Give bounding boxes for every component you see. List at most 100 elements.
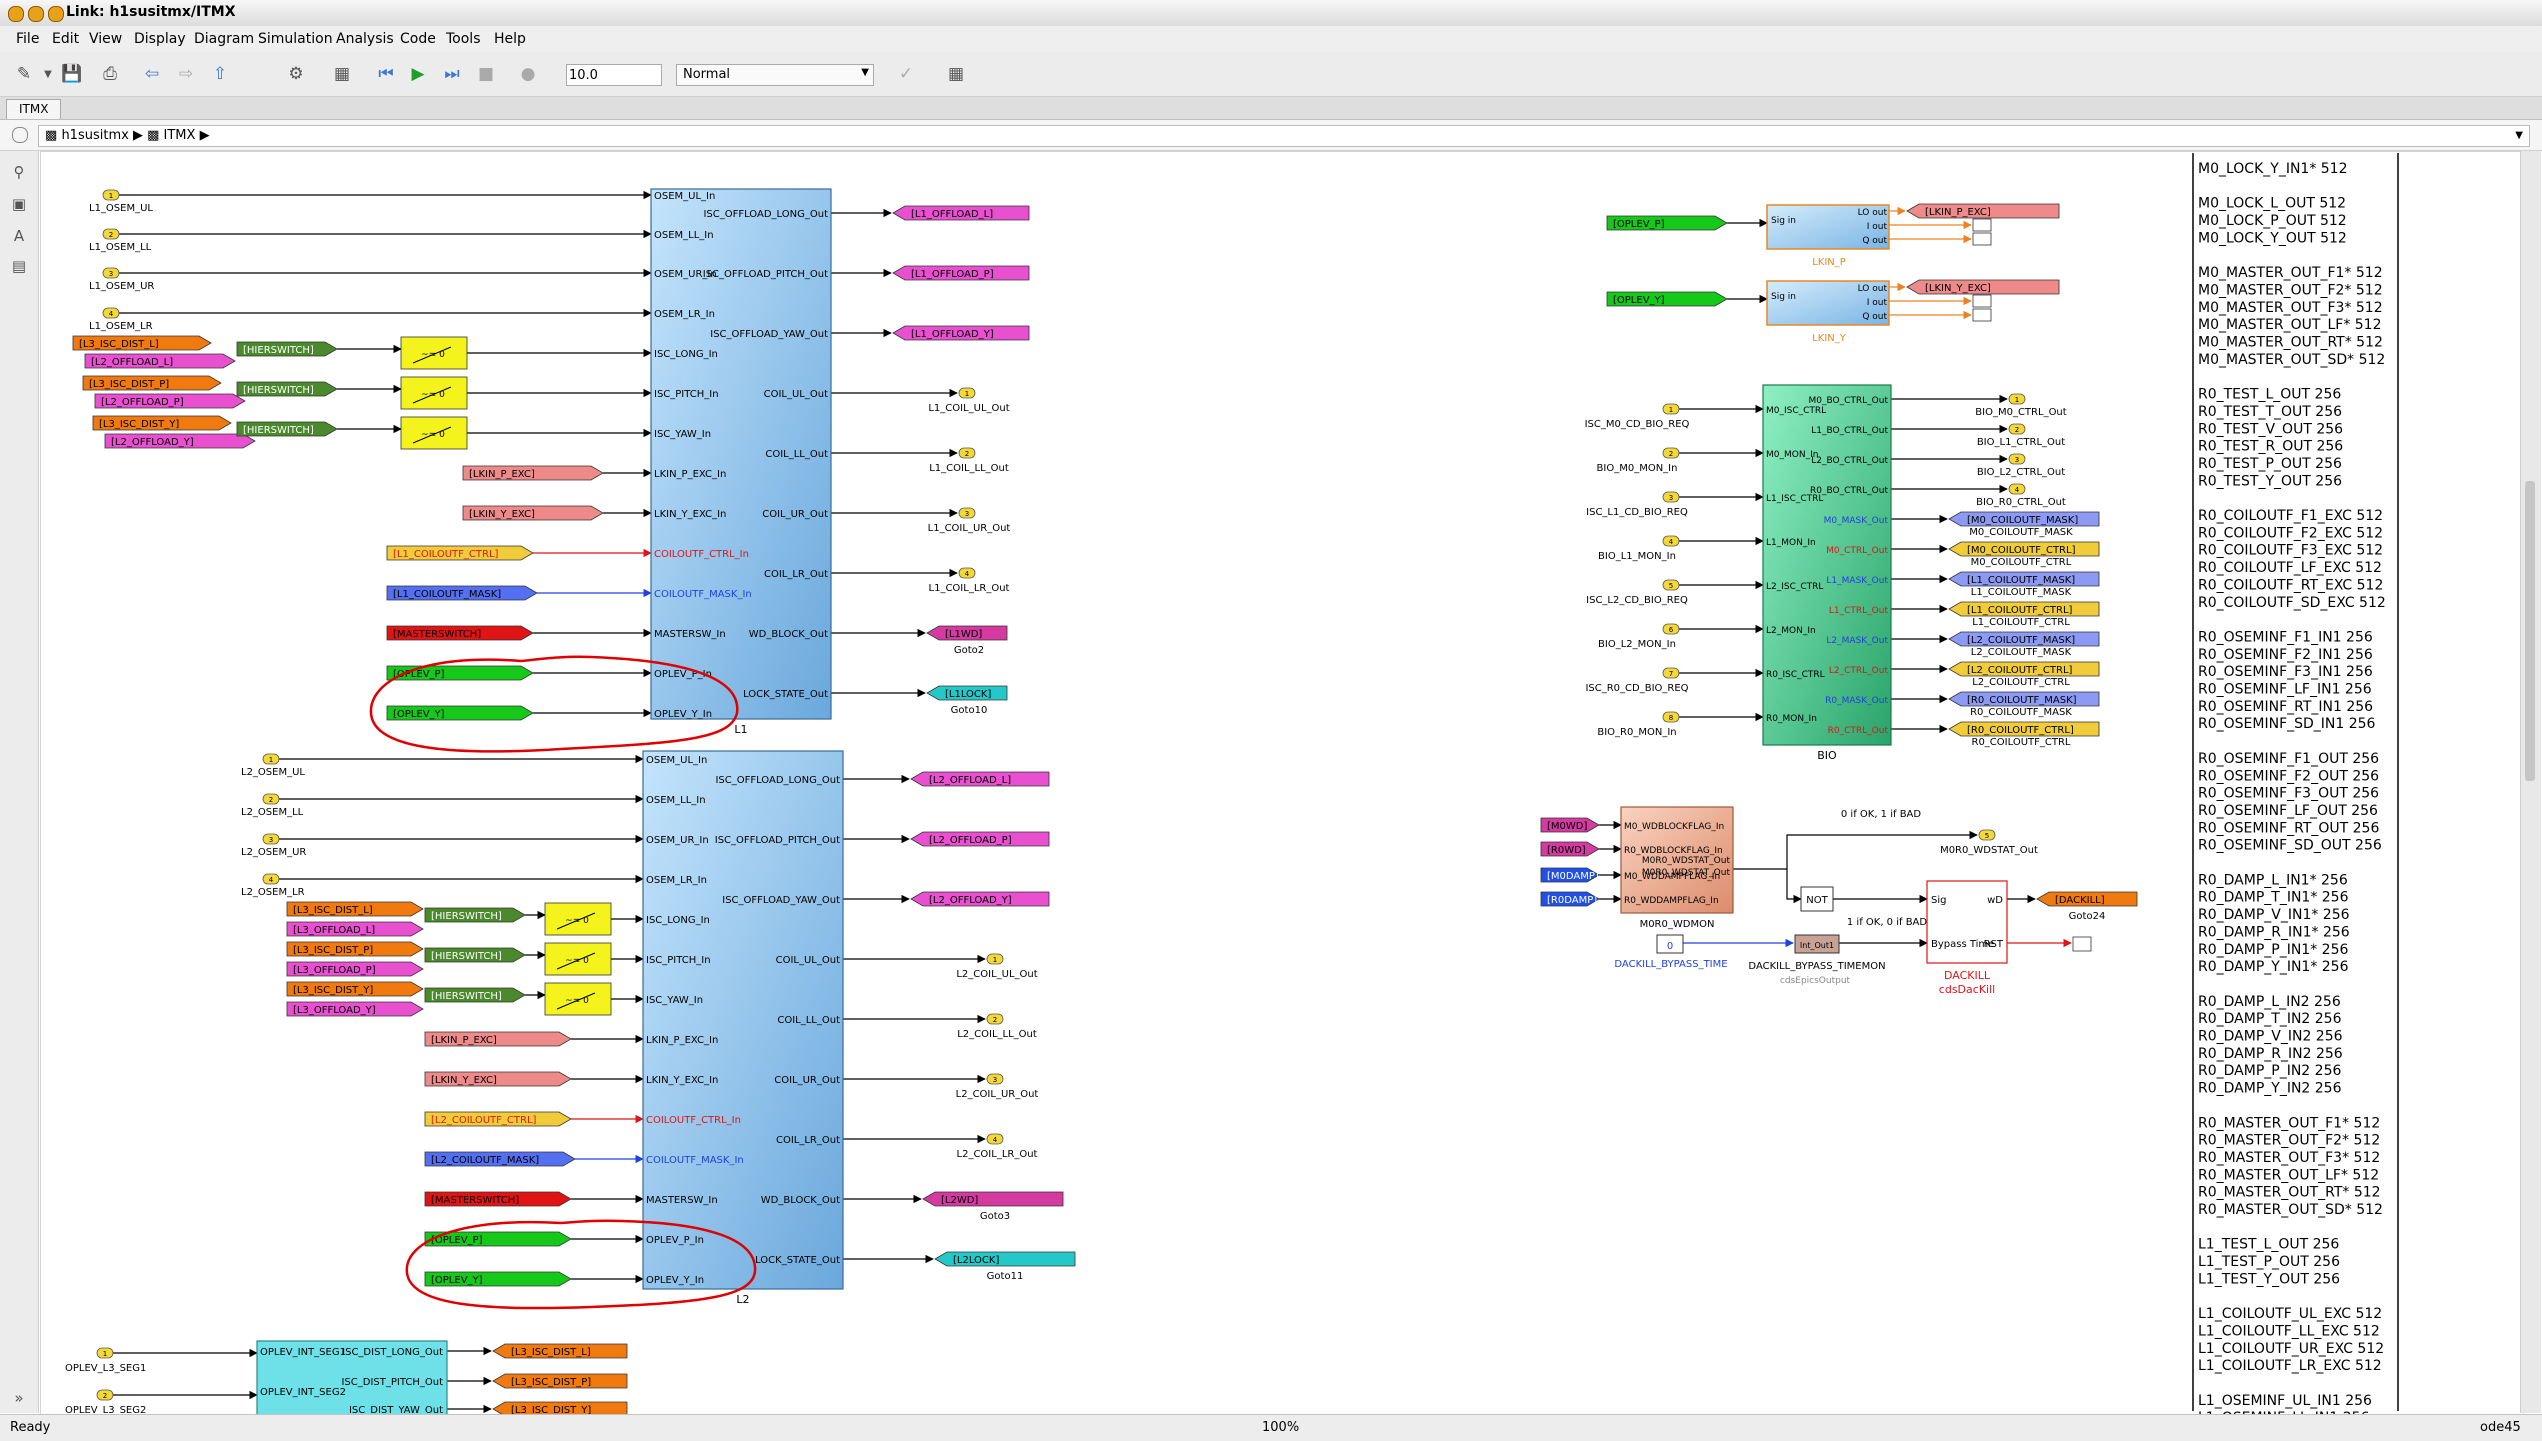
step-forward-icon[interactable]: ⏭ (444, 64, 460, 84)
sim-mode-value: Normal (683, 67, 731, 82)
signal-line (1786, 869, 1802, 904)
bio-block-name: BIO (1817, 749, 1837, 762)
outport-oval (2008, 453, 2026, 465)
from-tag-label: [L3_ISC_DIST_L] (79, 339, 159, 350)
record-icon[interactable]: ● (520, 64, 536, 84)
l3-output-port-label: ISC_DIST_PITCH_Out (341, 1377, 443, 1388)
menu-analysis[interactable]: Analysis (336, 31, 394, 47)
l1-output-port-label: COIL_UL_Out (764, 389, 828, 400)
grid-view-icon[interactable]: ▦ (947, 64, 965, 84)
goto-tag-label: [L2WD] (941, 1195, 978, 1206)
signal-lines (113, 190, 2072, 1414)
settings-gear-icon[interactable]: ⚙ (288, 64, 304, 84)
new-model-icon[interactable]: ✎ (16, 64, 32, 84)
lockin-output-label: LO out (1858, 208, 1888, 218)
close-window-button[interactable] (8, 6, 24, 22)
goto-tag-label: [L1_COILOUTF_MASK] (1967, 575, 2075, 586)
bio-input-port-label: L1_MON_In (1766, 538, 1816, 548)
breadcrumb-dropdown-icon[interactable]: ▼ (2515, 130, 2523, 141)
dackill-block (1926, 880, 2008, 964)
l1-input-port-label: OPLEV_P_In (654, 669, 712, 680)
switch-symbol (412, 386, 452, 404)
back-arrow-icon[interactable]: ⇦ (144, 64, 160, 84)
expand-palette-icon[interactable]: » (14, 1389, 24, 1407)
bio-outport-name: BIO_M0_CTRL_Out (1975, 407, 2066, 418)
dackill-block-name: DACKILL (1944, 969, 1991, 982)
goto-tag (922, 1191, 1064, 1207)
up-arrow-icon[interactable]: ⇧ (212, 64, 228, 84)
goto-tag (1948, 571, 2100, 587)
bio-output-port-label: M0_CTRL_Out (1826, 546, 1888, 556)
port-number: 2 (109, 231, 113, 239)
breadcrumb-root[interactable]: h1susitmx (61, 128, 129, 143)
from-tag (386, 705, 534, 721)
breadcrumb-separator-icon: ▶ (199, 128, 210, 143)
check-model-icon[interactable]: ✓ (898, 64, 914, 84)
goto-tag (1948, 661, 2100, 677)
signal-line (1733, 830, 1978, 870)
outport-oval (958, 447, 976, 459)
annotation-line: R0_DAMP_L_IN1* 256 (2198, 872, 2348, 888)
stop-time-input[interactable] (566, 64, 662, 86)
text-annotation-icon[interactable]: A (13, 227, 25, 245)
annotation-line: M0_MASTER_OUT_F2* 512 (2198, 282, 2383, 298)
annotation-line: R0_DAMP_R_IN1* 256 (2198, 924, 2350, 940)
stop-icon[interactable]: ■ (477, 64, 495, 84)
menu-tools[interactable]: Tools (446, 31, 481, 47)
wdmon-input-port-label: M0_WDDAMPFLAG_In (1624, 872, 1720, 882)
menu-code[interactable]: Code (400, 31, 436, 47)
goto-tag-label: [L2LOCK] (953, 1255, 999, 1266)
tab-itmx[interactable]: ITMX (6, 99, 62, 119)
annotation-line: R0_DAMP_V_IN1* 256 (2198, 907, 2350, 923)
menu-file[interactable]: File (16, 31, 40, 47)
image-icon[interactable]: ▤ (11, 257, 27, 275)
bio-inport-name: ISC_M0_CD_BIO_REQ (1585, 419, 1690, 430)
inport-oval (262, 753, 280, 765)
inport-oval (1662, 491, 1680, 503)
open-dropdown-icon[interactable]: ▼ (44, 68, 52, 80)
lockin-input-label: Sig in (1771, 216, 1796, 226)
print-icon[interactable]: ⎙ (103, 64, 117, 84)
annotation-line: R0_DAMP_P_IN2 256 (2198, 1063, 2341, 1079)
from-tag-label: [OPLEV_Y] (1613, 295, 1665, 306)
menu-simulation[interactable]: Simulation (258, 31, 333, 47)
bio-inport-name: BIO_L1_MON_In (1598, 551, 1676, 562)
menu-edit[interactable]: Edit (52, 31, 80, 47)
l3-output-port-label: ISC_DIST_LONG_Out (342, 1347, 443, 1358)
from-tag (386, 545, 534, 561)
step-back-icon[interactable]: ⏮ (378, 64, 394, 84)
port-number: 1 (1669, 406, 1673, 414)
menu-diagram[interactable]: Diagram (194, 31, 255, 47)
model-browser-toggle-icon[interactable] (12, 127, 28, 143)
dackill-output-label: RST (1984, 939, 2004, 950)
annotation-line: M0_LOCK_L_OUT 512 (2198, 196, 2346, 212)
inport-oval (1662, 447, 1680, 459)
scroll-thumb[interactable] (2525, 481, 2535, 781)
switch-symbol (412, 346, 452, 364)
bio-inport-name: ISC_R0_CD_BIO_REQ (1585, 683, 1688, 694)
library-icon[interactable]: ▦ (333, 64, 351, 84)
menu-help[interactable]: Help (494, 31, 526, 47)
menu-display[interactable]: Display (134, 31, 186, 47)
wdmon-input-port-label: M0_WDBLOCKFLAG_In (1624, 822, 1724, 832)
l1-output-port-label: LOCK_STATE_Out (743, 689, 828, 700)
vertical-scrollbar[interactable] (2520, 151, 2541, 1413)
fit-to-view-icon[interactable]: ▣ (11, 195, 27, 213)
sim-mode-select[interactable]: Normal ▼ (676, 64, 874, 86)
run-icon[interactable]: ▶ (411, 64, 425, 84)
maximize-window-button[interactable] (48, 6, 64, 22)
save-icon[interactable]: 💾 (61, 64, 83, 84)
menu-view[interactable]: View (89, 31, 123, 47)
minimize-window-button[interactable] (28, 6, 44, 22)
breadcrumb-child[interactable]: ITMX (163, 128, 196, 143)
goto-tag (1948, 511, 2100, 527)
goto-tag-label: [L1_OFFLOAD_P] (911, 269, 994, 280)
oplev-highlight-circle-l1 (369, 655, 739, 753)
l2-outport-name: L2_COIL_LL_Out (957, 1029, 1037, 1040)
forward-arrow-icon[interactable]: ⇨ (178, 64, 194, 84)
zoom-icon[interactable]: ⚲ (13, 163, 25, 181)
annotation-line: M0_LOCK_Y_IN1* 512 (2198, 161, 2348, 177)
l1-input-port-label: OPLEV_Y_In (654, 709, 712, 720)
from-tag-label: [L2_OFFLOAD_L] (91, 357, 173, 368)
